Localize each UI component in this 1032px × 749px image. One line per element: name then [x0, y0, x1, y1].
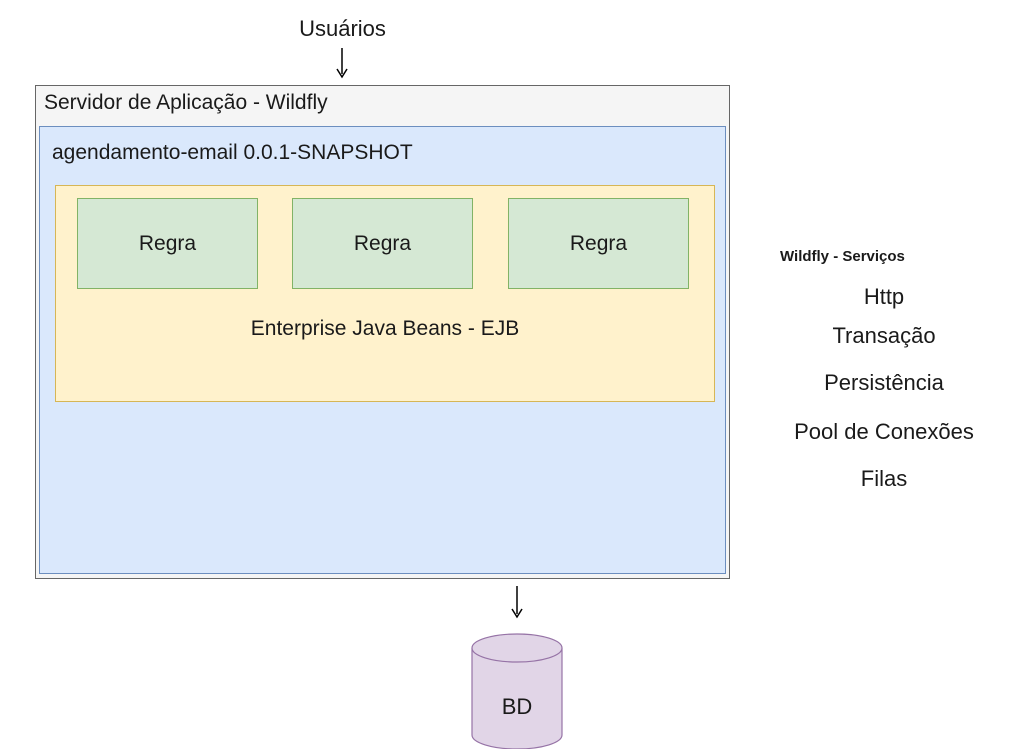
rule-box: Regra	[508, 198, 689, 289]
users-label: Usuários	[299, 16, 386, 41]
service-item: Pool de Conexões	[794, 419, 974, 444]
service-item: Http	[863, 284, 905, 309]
rule-box: Regra	[77, 198, 258, 289]
app-server-title: Servidor de Aplicação - Wildfly	[44, 91, 328, 114]
application-title: agendamento-email 0.0.1-SNAPSHOT	[52, 141, 413, 164]
ejb-label: Enterprise Java Beans - EJB	[250, 317, 520, 340]
service-item: Filas	[860, 466, 908, 491]
database-label: BD	[501, 694, 533, 719]
service-item: Persistência	[824, 370, 944, 395]
services-title: Wildfly - Serviços	[780, 248, 905, 265]
rule-box: Regra	[292, 198, 473, 289]
service-item: Transação	[832, 323, 936, 348]
